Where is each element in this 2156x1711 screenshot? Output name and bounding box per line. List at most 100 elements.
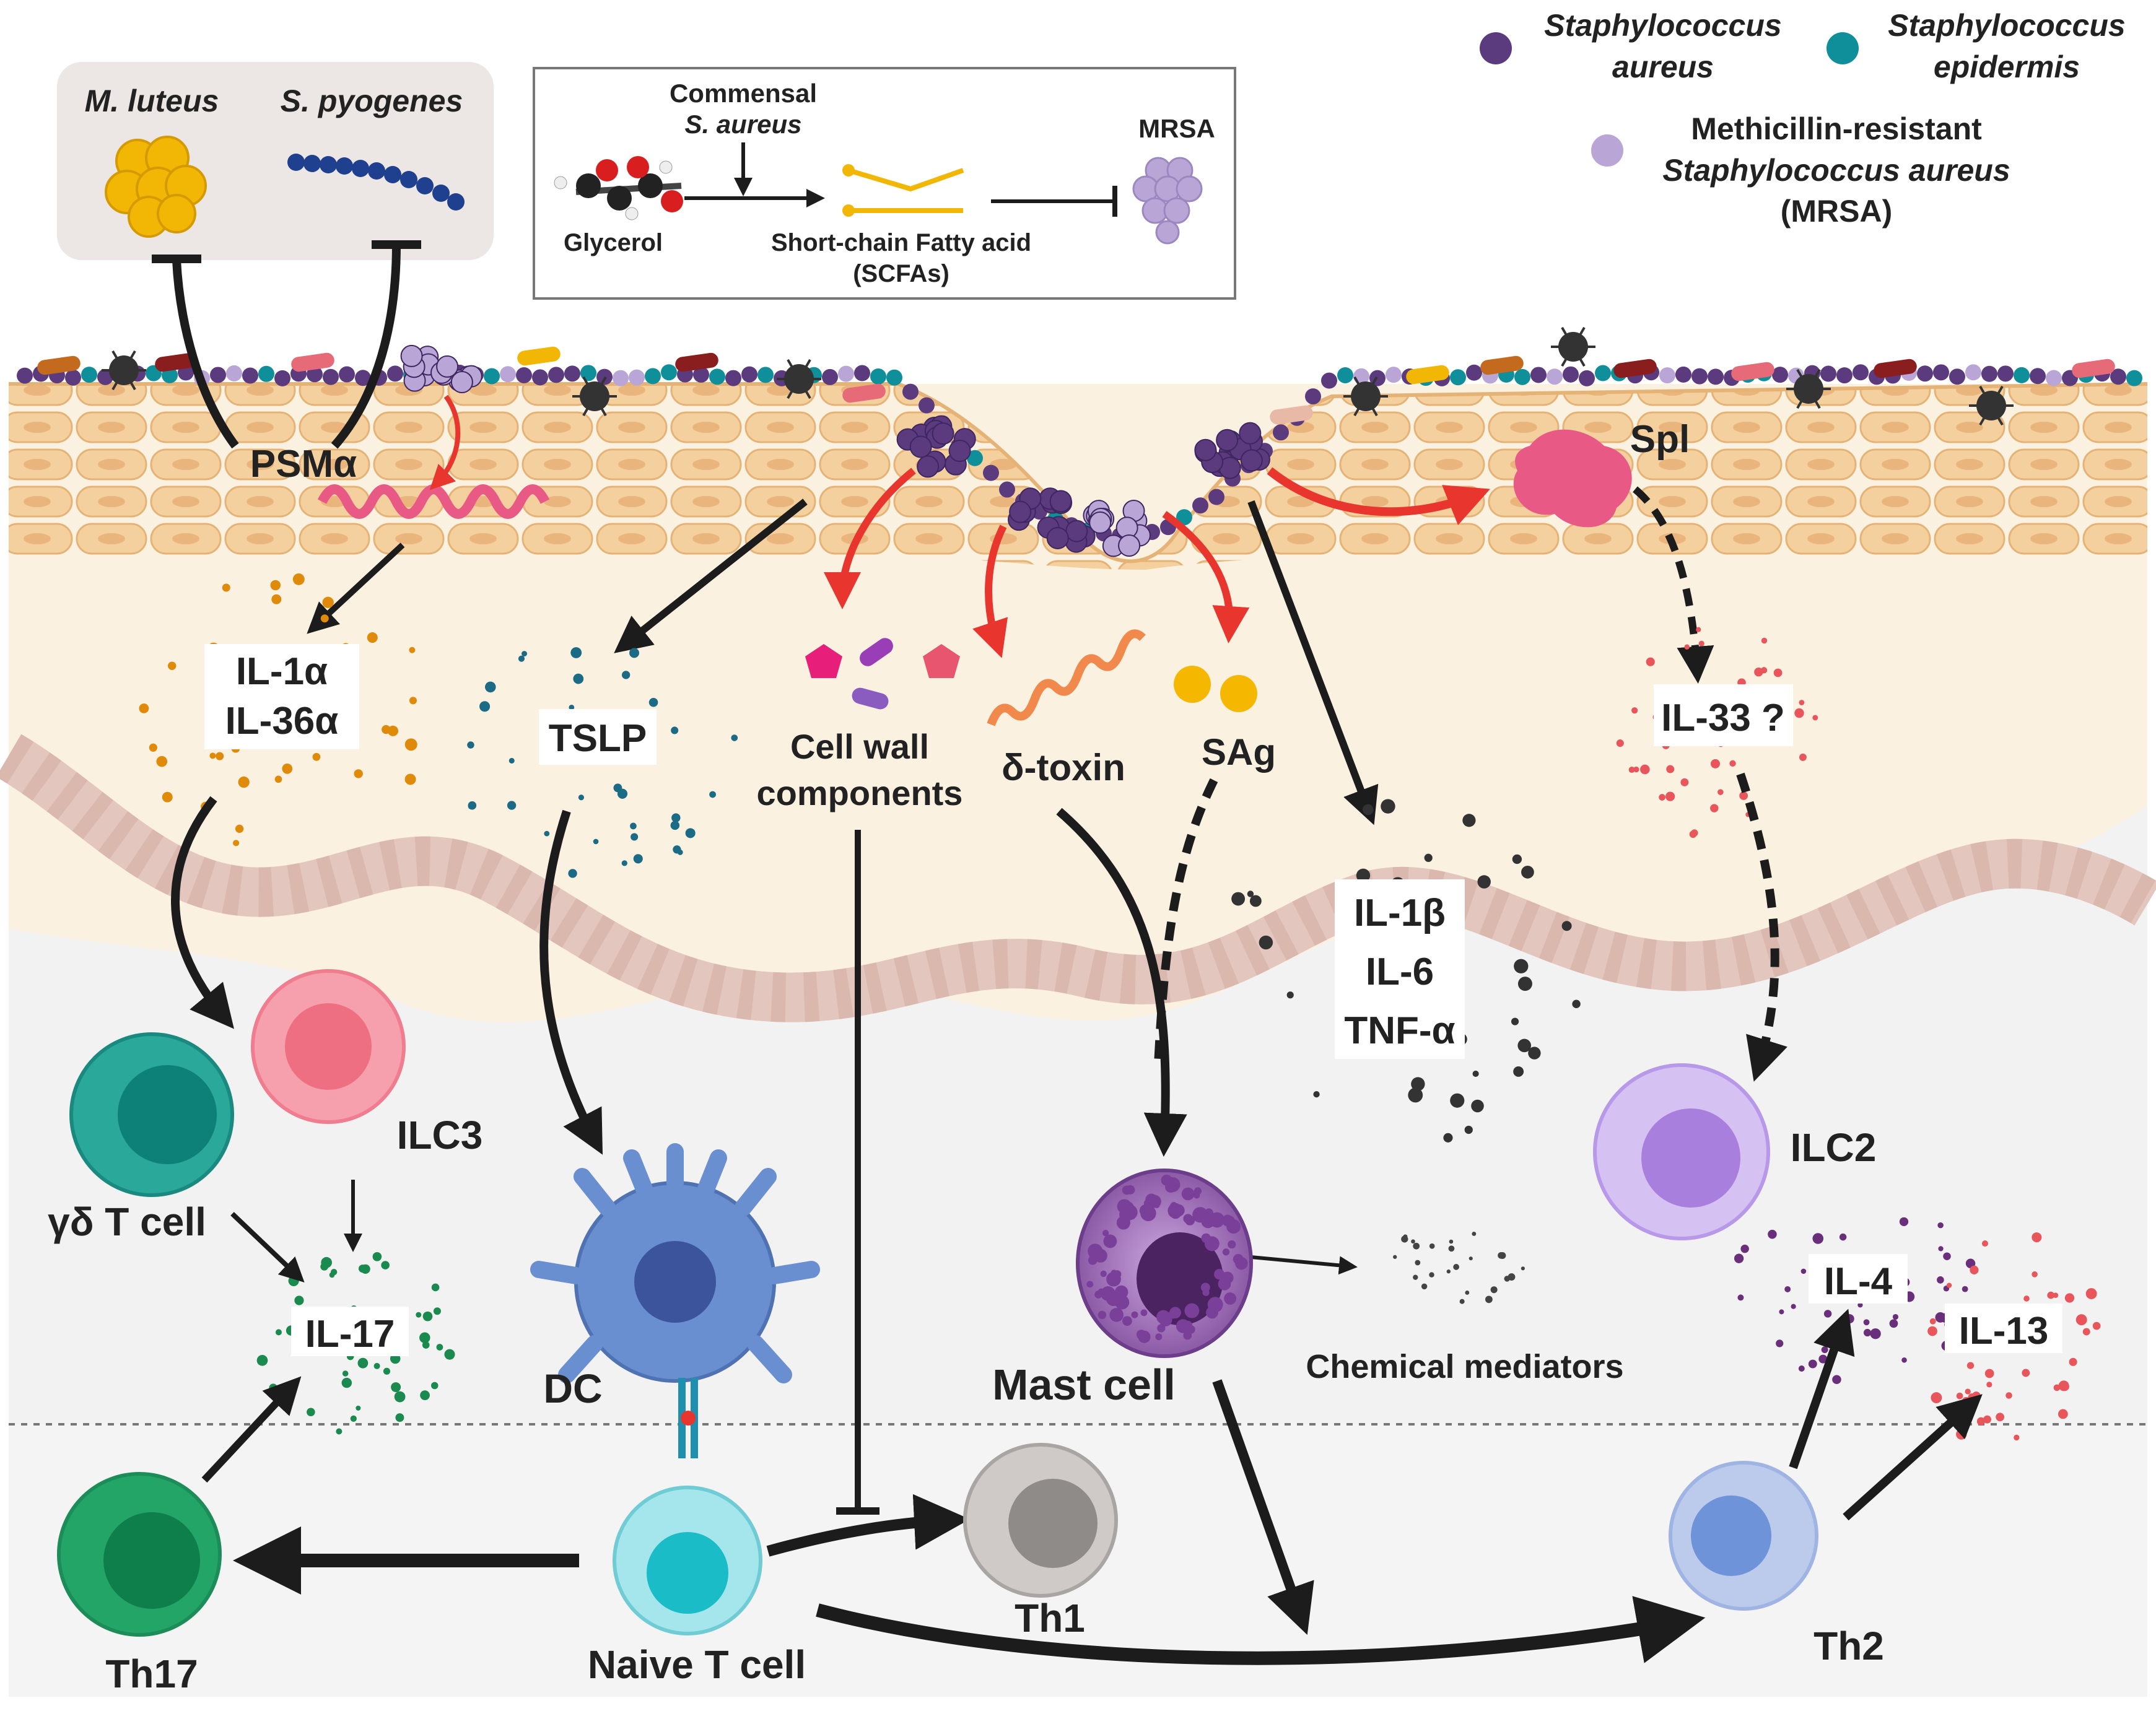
il13-dot: [1971, 1391, 1981, 1400]
il1a-il36a-box: [204, 644, 359, 749]
granule-icon: [1098, 1310, 1107, 1320]
il17-dot: [269, 1383, 277, 1392]
to-cell-wall-arrow: [824, 468, 916, 609]
tslp-dot: [630, 822, 637, 830]
bacteria-cluster-icon: [436, 355, 459, 378]
delta-toxin-icon: [987, 629, 1146, 726]
gd-t-cell-label: γδ T cell: [48, 1199, 206, 1244]
granule-icon: [1155, 1333, 1163, 1341]
granule-icon: [1148, 1195, 1161, 1208]
surface-bacterium-icon: [1691, 368, 1708, 385]
il1-dot: [167, 661, 177, 671]
surface-bacterium-icon: [258, 365, 274, 382]
mediator-dot: [1429, 1272, 1434, 1278]
mediator-dot: [1446, 1269, 1451, 1274]
il1-dot: [149, 743, 157, 752]
il1-dot: [162, 791, 173, 803]
tslp-dot: [568, 869, 577, 878]
rod-bacterium-icon: [1406, 365, 1449, 385]
il1b-dot: [1362, 804, 1374, 816]
rod-bacterium-icon: [1270, 405, 1313, 425]
scfa-head-icon: [842, 164, 855, 176]
surface-bacterium-icon: [645, 368, 661, 385]
il17-dot: [356, 1405, 361, 1411]
surface-bacterium-icon: [242, 367, 258, 384]
legend-s-aureus-line2: aureus: [1612, 50, 1714, 84]
surface-bacterium-icon: [274, 370, 290, 386]
scfa-inset: Commensal S. aureus MRSA Glycerol Short-…: [533, 67, 1236, 300]
tslp-dot: [522, 651, 528, 657]
rod-bacterium-icon: [517, 346, 561, 366]
bacteria-cluster-icon: [400, 344, 423, 367]
il1-dot: [409, 647, 416, 653]
legend-mrsa-line2: Staphylococcus aureus: [1662, 153, 2010, 188]
il13-dot: [1927, 1326, 1937, 1336]
bacteria-cluster-icon: [917, 455, 940, 478]
th1-label: Th1: [1015, 1596, 1085, 1640]
granule-icon: [1233, 1253, 1244, 1265]
surface-bacterium-icon: [387, 365, 403, 382]
surface-bacterium-icon: [226, 365, 242, 381]
scfa-abbrev-label: (SCFAs): [853, 260, 949, 287]
dc-label: DC: [543, 1365, 602, 1411]
to-sag-arrow: [1162, 511, 1250, 643]
il17-box: [291, 1307, 409, 1356]
il13-dot: [1966, 1362, 1975, 1369]
naive-to-th1-arrow: [766, 1494, 970, 1557]
surface-bacterium-icon: [2030, 368, 2046, 385]
granule-icon: [1214, 1269, 1225, 1280]
tslp-dot: [709, 791, 716, 798]
il17-dot: [391, 1382, 401, 1393]
rod-bacterium-icon: [1480, 355, 1524, 375]
cell-wall-label-line1: Cell wall: [790, 727, 929, 766]
mast-cell-label: Mast cell: [992, 1361, 1176, 1409]
il1b-dot: [1561, 921, 1572, 931]
il33-dot: [1799, 753, 1807, 761]
surface-bacterium-icon: [1450, 369, 1466, 386]
il33-to-ilc2-arrow: [1736, 772, 1787, 1082]
il33-dot: [1646, 657, 1655, 666]
il4-dot: [1823, 1310, 1832, 1318]
il13-dot: [1931, 1392, 1942, 1404]
il1-dot: [367, 632, 378, 643]
tslp-dot: [731, 734, 738, 741]
bacteria-cluster-icon: [948, 439, 971, 462]
mediator-dot: [1413, 1274, 1418, 1280]
il1b-dot: [1356, 868, 1371, 882]
stratum-corneum: [9, 384, 2147, 570]
il33-dot: [1773, 668, 1783, 677]
sag-dashed-arrow: [1154, 778, 1218, 1066]
il33-dot: [1754, 668, 1763, 677]
phage-icon: [109, 355, 139, 385]
il17-dot: [431, 1382, 439, 1390]
mediator-dot: [1453, 1264, 1460, 1270]
psma-inhibit-s-pyogenes-arrow: [331, 244, 401, 449]
il17-dot: [290, 1280, 297, 1286]
il4-dot: [1779, 1309, 1784, 1315]
il13-dot: [2061, 1382, 2069, 1391]
delta-toxin-label: δ-toxin: [1002, 747, 1125, 788]
il1-dot: [322, 596, 334, 608]
surface-bacterium-icon: [532, 369, 548, 386]
surface-bacterium-icon: [1530, 367, 1547, 383]
tslp-dot: [685, 828, 696, 838]
tslp-dot: [621, 671, 631, 679]
surface-bacterium-icon: [1595, 365, 1611, 381]
granule-icon: [1159, 1313, 1172, 1326]
il17-dot: [373, 1362, 380, 1369]
granule-icon: [1101, 1286, 1115, 1301]
surface-bacterium-icon: [1563, 366, 1579, 383]
il1b-dot: [1512, 854, 1522, 864]
legend-mrsa-line3: (MRSA): [1781, 194, 1893, 229]
il36a-label: IL-36α: [225, 700, 339, 742]
il13-dot: [2022, 1369, 2030, 1377]
il17-dot: [307, 1408, 315, 1417]
il1b-dot: [1408, 1087, 1423, 1103]
il33-dot: [1698, 640, 1704, 647]
il1b-dot: [1286, 991, 1294, 999]
legend-s-epidermis-line1: Staphylococcus: [1888, 8, 2125, 43]
s-pyogenes-label: S. pyogenes: [281, 84, 463, 118]
il17-dot: [420, 1390, 430, 1401]
naive-t-cell-label: Naive T cell: [588, 1642, 806, 1687]
to-delta-toxin-arrow: [972, 525, 1008, 658]
